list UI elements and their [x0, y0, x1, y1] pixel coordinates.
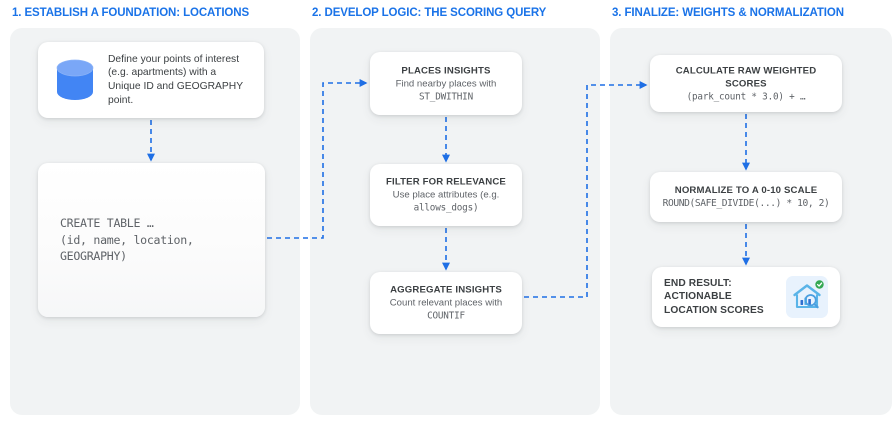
column-title-2: 2. DEVELOP LOGIC: THE SCORING QUERY: [312, 7, 547, 19]
calculate-scores-title: CALCULATE RAW WEIGHTED SCORES: [675, 65, 817, 89]
card-calculate-raw-weighted-scores[interactable]: CALCULATE RAW WEIGHTED SCORES (park_coun…: [650, 55, 842, 112]
card-body: NORMALIZE TO A 0-10 SCALE ROUND(SAFE_DIV…: [650, 184, 842, 210]
card-create-table[interactable]: CREATE TABLE … (id, name, location, GEOG…: [38, 163, 265, 317]
filter-relevance-code: allows_dogs): [413, 202, 479, 214]
column-title-1: 1. ESTABLISH A FOUNDATION: LOCATIONS: [12, 7, 250, 19]
end-result-text: END RESULT: ACTIONABLE LOCATION SCORES: [664, 277, 764, 316]
normalize-title: NORMALIZE TO A 0-10 SCALE: [674, 185, 818, 196]
card-aggregate-insights[interactable]: AGGREGATE INSIGHTS Count relevant places…: [370, 272, 522, 334]
column-title-3: 3. FINALIZE: WEIGHTS & NORMALIZATION: [612, 7, 844, 19]
create-table-code: CREATE TABLE … (id, name, location, GEOG…: [60, 216, 194, 264]
card-body: AGGREGATE INSIGHTS Count relevant places…: [370, 284, 522, 323]
filter-relevance-subtitle: Use place attributes (e.g.: [392, 189, 500, 201]
places-insights-code: ST_DWITHIN: [419, 91, 473, 102]
filter-relevance-title: FILTER FOR RELEVANCE: [386, 176, 506, 188]
places-insights-title: PLACES INSIGHTS: [401, 65, 491, 76]
card-body: PLACES INSIGHTS Find nearby places with …: [370, 64, 522, 103]
card-define-points-of-interest[interactable]: Define your points of interest (e.g. apa…: [38, 42, 264, 118]
card-end-result[interactable]: END RESULT: ACTIONABLE LOCATION SCORES: [652, 267, 840, 327]
card-normalize-scale[interactable]: NORMALIZE TO A 0-10 SCALE ROUND(SAFE_DIV…: [650, 172, 842, 222]
house-analytics-check-icon: [786, 276, 828, 318]
aggregate-insights-subtitle: Count relevant places with: [389, 297, 503, 309]
aggregate-insights-code: COUNTIF: [427, 310, 465, 322]
define-card-text: Define your points of interest (e.g. apa…: [108, 53, 243, 106]
places-insights-subtitle: Find nearby places with: [395, 78, 497, 89]
calculate-scores-code: (park_count * 3.0) + …: [686, 91, 806, 102]
normalize-code: ROUND(SAFE_DIVIDE(...) * 10, 2): [662, 198, 830, 209]
aggregate-insights-title: AGGREGATE INSIGHTS: [390, 284, 502, 296]
card-filter-for-relevance[interactable]: FILTER FOR RELEVANCE Use place attribute…: [370, 164, 522, 226]
card-body: FILTER FOR RELEVANCE Use place attribute…: [370, 176, 522, 215]
card-body: CALCULATE RAW WEIGHTED SCORES (park_coun…: [650, 64, 842, 103]
card-places-insights[interactable]: PLACES INSIGHTS Find nearby places with …: [370, 52, 522, 115]
database-cylinder-icon: [52, 54, 98, 106]
